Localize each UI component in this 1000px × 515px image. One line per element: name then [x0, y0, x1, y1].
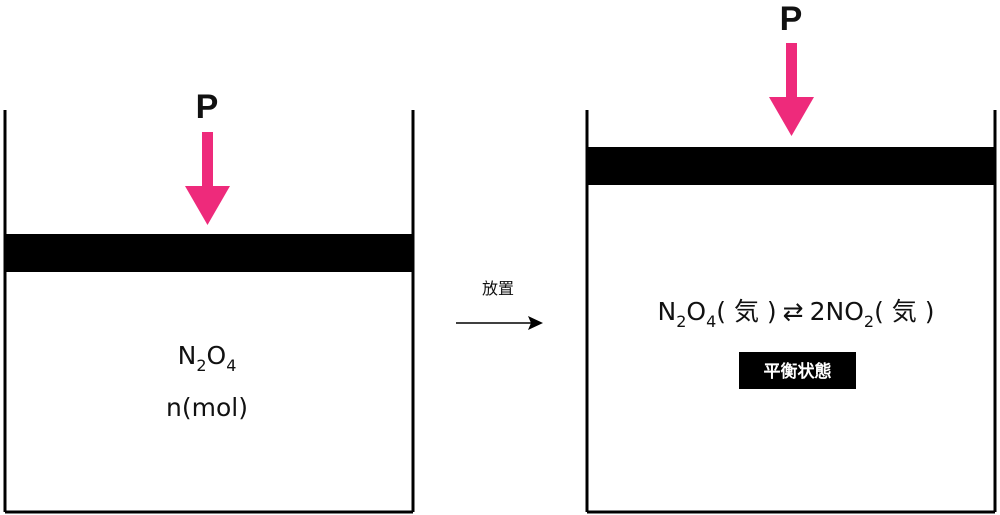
left-formula: N2O4 [178, 341, 237, 375]
right-cylinder: P N2O4( 気 )⇄2NO2( 気 ) 平衡状態 [585, 0, 997, 514]
transition-label: 放置 [482, 279, 514, 298]
right-equation: N2O4( 気 )⇄2NO2( 気 ) [657, 297, 934, 331]
left-piston [5, 234, 413, 272]
right-pressure-label: P [780, 0, 803, 38]
status-badge-label: 平衡状態 [764, 361, 832, 382]
transition: 放置 [456, 279, 543, 330]
transition-arrow-head [528, 316, 543, 330]
left-amount: n(mol) [166, 393, 248, 422]
right-piston [587, 147, 995, 185]
left-pressure-arrow [185, 132, 230, 225]
left-pressure-label: P [196, 88, 219, 126]
right-pressure-arrow [769, 43, 814, 136]
status-badge: 平衡状態 [739, 352, 856, 389]
left-cylinder: P N2O4 n(mol) [3, 88, 415, 514]
